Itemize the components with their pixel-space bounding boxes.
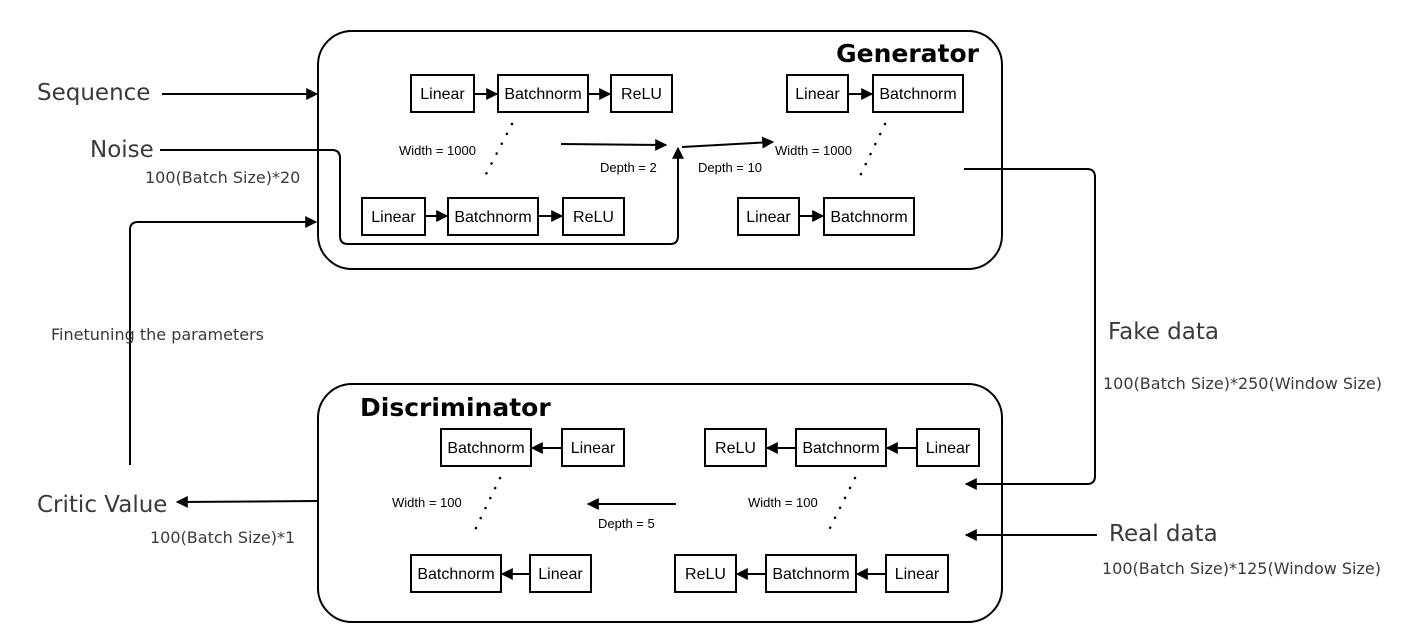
disc-bottom-left-layer: Batchnorm Linear — [410, 554, 592, 593]
gen-depth-left: Depth = 2 — [600, 160, 657, 175]
disc-top-right-layer: ReLU Batchnorm Linear — [704, 428, 980, 467]
width-dots — [825, 476, 857, 536]
layer-label: Linear — [795, 86, 840, 103]
layer-box — [529, 554, 592, 593]
layer-label: Linear — [926, 440, 971, 457]
width-dots — [471, 476, 502, 536]
critic-value-arrow — [175, 495, 318, 508]
layer-box — [562, 197, 625, 236]
layer-label: Batchnorm — [830, 209, 907, 226]
layer-box — [610, 74, 673, 113]
fake-data-size-label: 100(Batch Size)*250(Window Size) — [1103, 374, 1382, 393]
finetuning-arrow — [129, 216, 318, 465]
critic-value-label: Critic Value — [37, 492, 167, 518]
depth-arrow — [560, 138, 668, 151]
disc-width-left: Width = 100 — [392, 495, 462, 510]
layer-label: ReLU — [573, 209, 614, 226]
gen-width-right: Width = 1000 — [775, 143, 852, 158]
layer-label: ReLU — [685, 566, 726, 583]
disc-top-left-layer: Batchnorm Linear — [440, 428, 625, 467]
gen-width-left: Width = 1000 — [399, 143, 476, 158]
layer-label: Batchnorm — [447, 440, 524, 457]
critic-size-label: 100(Batch Size)*1 — [150, 528, 295, 547]
gen-top-left-layer: Linear Batchnorm ReLU — [410, 74, 673, 113]
depth-arrow — [681, 136, 775, 149]
disc-bottom-right-layer: ReLU Batchnorm Linear — [674, 554, 949, 593]
noise-arrow — [160, 146, 684, 245]
layer-box — [737, 197, 800, 236]
layer-box — [795, 428, 887, 467]
layer-label: Linear — [746, 209, 791, 226]
fake-data-arrow — [964, 168, 1096, 490]
layer-box — [410, 74, 475, 113]
layer-box — [704, 428, 767, 467]
noise-size-label: 100(Batch Size)*20 — [145, 168, 300, 187]
layer-box — [440, 428, 532, 467]
generator-title: Generator — [836, 39, 980, 68]
layer-box — [786, 74, 849, 113]
layer-label: Batchnorm — [454, 209, 531, 226]
layer-label: Batchnorm — [504, 86, 581, 103]
layer-box — [561, 428, 625, 467]
sequence-label: Sequence — [37, 80, 150, 106]
layer-box — [823, 197, 915, 236]
layer-label: Batchnorm — [802, 440, 879, 457]
real-data-size-label: 100(Batch Size)*125(Window Size) — [1102, 559, 1381, 578]
layer-label: Batchnorm — [879, 86, 956, 103]
width-dots — [481, 122, 514, 182]
layer-label: Linear — [420, 86, 465, 103]
layer-box — [872, 74, 964, 113]
layer-label: Linear — [538, 566, 583, 583]
layer-label: Linear — [895, 566, 940, 583]
gen-top-right-layer: Linear Batchnorm — [786, 74, 964, 113]
layer-label: Linear — [371, 209, 416, 226]
disc-depth: Depth = 5 — [598, 516, 655, 531]
disc-width-right: Width = 100 — [748, 495, 818, 510]
layer-label: ReLU — [621, 86, 662, 103]
layer-label: ReLU — [715, 440, 756, 457]
layer-box — [885, 554, 949, 593]
gen-bottom-right-layer: Linear Batchnorm — [737, 197, 915, 236]
layer-label: Batchnorm — [417, 566, 494, 583]
layer-box — [916, 428, 980, 467]
discriminator-title: Discriminator — [360, 393, 551, 422]
real-data-label: Real data — [1109, 521, 1218, 547]
noise-label: Noise — [90, 137, 154, 163]
layer-label: Batchnorm — [772, 566, 849, 583]
finetuning-label: Finetuning the parameters — [51, 325, 264, 344]
fake-data-label: Fake data — [1108, 319, 1219, 345]
width-dots — [856, 122, 887, 182]
gen-bottom-left-layer: Linear Batchnorm ReLU — [361, 197, 625, 236]
layer-box — [410, 554, 502, 593]
layer-label: Linear — [571, 440, 616, 457]
gen-depth-right: Depth = 10 — [698, 160, 762, 175]
